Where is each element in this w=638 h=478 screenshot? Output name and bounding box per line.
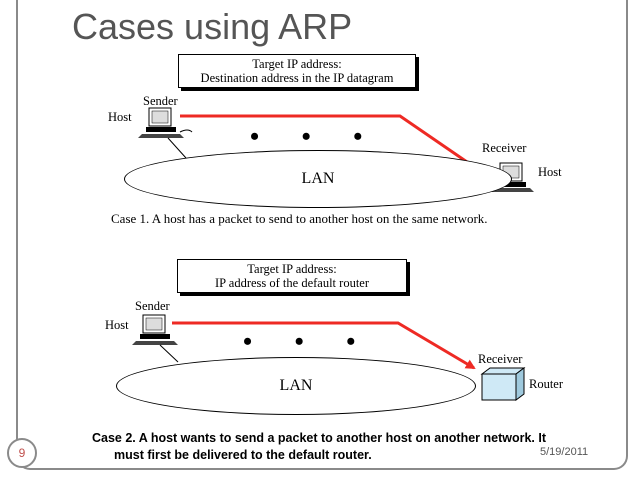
case2-target-ip-box: Target IP address: IP address of the def… — [177, 259, 407, 293]
case1-lan-label: LAN — [301, 170, 335, 187]
case2-caption: Case 2. A host wants to send a packet to… — [92, 430, 546, 464]
case2-box-line2: IP address of the default router — [215, 276, 369, 290]
slide-frame — [16, 0, 628, 470]
case1-dots: • • • — [250, 122, 381, 151]
case2-box-line1: Target IP address: — [247, 262, 337, 276]
router-icon — [480, 367, 526, 401]
case1-host-left-label: Host — [108, 110, 132, 124]
slide-title: Cases using ARP — [72, 6, 353, 47]
case1-lan-ellipse: LAN — [124, 150, 512, 208]
sender2-lan-link — [159, 344, 179, 363]
case1-receiver-label: Receiver — [482, 141, 527, 155]
case1-host-right-label: Host — [538, 165, 562, 179]
case1-sender-label: Sender — [143, 94, 178, 108]
case2-lan-label: LAN — [279, 377, 313, 394]
page-number: 9 — [7, 438, 37, 468]
case2-host-left-label: Host — [105, 318, 129, 332]
case2-receiver-label: Receiver — [478, 352, 523, 366]
case2-arrow — [172, 321, 476, 370]
case2-lan-ellipse: LAN — [116, 357, 476, 415]
slide-date: 5/19/2011 — [540, 446, 589, 458]
case2-sender-label: Sender — [135, 299, 170, 313]
case2-router-label: Router — [529, 377, 564, 391]
sender2-computer-icon — [132, 314, 178, 345]
case2-caption-line1: Case 2. A host wants to send a packet to… — [92, 431, 547, 445]
sender-computer-icon — [138, 107, 193, 138]
case1-target-ip-box: Target IP address: Destination address i… — [178, 54, 416, 88]
case2-caption-line2: must first be delivered to the default r… — [114, 448, 372, 462]
case1-arrow — [180, 114, 488, 177]
case1-caption: Case 1. A host has a packet to send to a… — [111, 211, 488, 226]
case1-box-line1: Target IP address: — [252, 57, 342, 71]
case1-box-line2: Destination address in the IP datagram — [200, 71, 394, 85]
case2-dots: • • • — [243, 327, 374, 356]
sender-lan-link — [167, 137, 187, 159]
